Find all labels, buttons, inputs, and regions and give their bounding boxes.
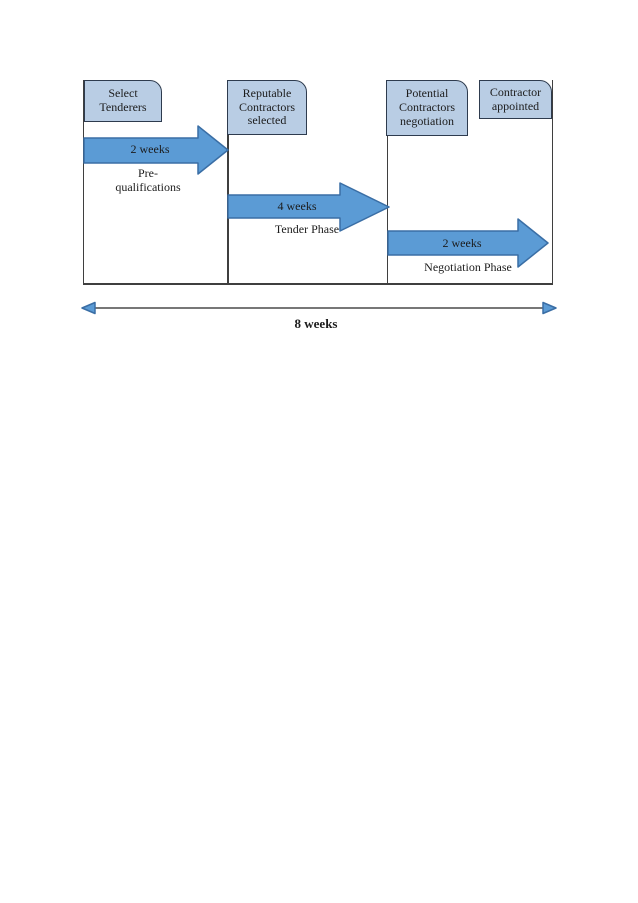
duration-arrow-negotiation-phase (387, 218, 549, 268)
block-arrow-icon (83, 125, 229, 175)
stage-box-select-tenderers: Select Tenderers (84, 80, 162, 122)
stage-box-contractor-appointed: Contractor appointed (479, 80, 552, 119)
duration-label: 2 weeks (130, 142, 170, 156)
timeline-total-label: 8 weeks (294, 316, 338, 331)
duration-label: 4 weeks (277, 199, 317, 213)
stage-box-label: Potential Contractors negotiation (399, 86, 455, 128)
phase-label-prequalifications: Pre-qualifications (115, 166, 181, 195)
frame-left-line (82, 80, 84, 284)
phase-label-negotiation-phase: Negotiation Phase (424, 260, 512, 274)
stage-box-label: Contractor appointed (489, 84, 542, 113)
phase-label-tender-phase: Tender Phase (274, 222, 340, 236)
duration-arrow-tender-phase (227, 182, 390, 232)
arrowhead-right-icon (542, 301, 557, 315)
duration-arrow-prequalifications (83, 125, 229, 175)
frame-bottom-line (82, 283, 553, 285)
stage-box-reputable-contractors: Reputable Contractors selected (227, 80, 307, 135)
stage-box-label: Select Tenderers (99, 86, 147, 114)
block-arrow-icon (227, 182, 390, 232)
arrowhead-left-icon (81, 301, 96, 315)
stage-box-label: Reputable Contractors selected (239, 85, 295, 128)
frame-right-line (551, 80, 553, 284)
stage-box-potential-contractors: Potential Contractors negotiation (386, 80, 468, 136)
block-arrow-icon (387, 218, 549, 268)
column-divider-2 (386, 80, 388, 284)
total-timeline-arrow (81, 301, 557, 315)
duration-label: 2 weeks (442, 236, 482, 250)
column-divider-1 (227, 80, 229, 284)
